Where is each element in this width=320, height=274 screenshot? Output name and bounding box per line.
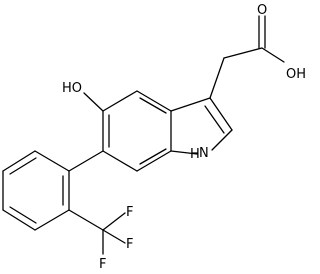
indole-nh-hydrogen-label: H xyxy=(190,147,200,162)
bond xyxy=(261,47,285,63)
bond xyxy=(102,90,138,112)
bond xyxy=(136,150,172,172)
pyrrole-ring xyxy=(170,97,233,155)
hydroxyl-label: HO xyxy=(62,81,82,96)
double-bond-inner xyxy=(9,206,37,224)
hydroxyl-bond xyxy=(83,92,104,112)
double-bond-inner xyxy=(139,148,167,165)
biaryl-bond xyxy=(68,150,104,172)
bond xyxy=(170,97,211,112)
acetic-acid-chain xyxy=(209,15,285,99)
bond xyxy=(2,209,36,231)
carbonyl-oxygen-label: O xyxy=(257,3,267,18)
fluorine-label: F xyxy=(126,205,133,220)
trifluoromethyl-group xyxy=(68,209,126,255)
bond xyxy=(209,57,225,99)
phenyl-ring xyxy=(2,150,70,231)
bond xyxy=(211,129,233,151)
bond xyxy=(170,150,198,155)
bond xyxy=(34,209,70,231)
double-bond-inner xyxy=(139,97,167,114)
bond xyxy=(102,150,138,172)
double-bond-inner xyxy=(204,105,225,134)
bond xyxy=(223,47,263,59)
indole-nitrogen-label: N xyxy=(199,146,209,161)
fluorine-label: F xyxy=(126,237,133,252)
bond xyxy=(136,90,172,112)
acid-hydroxyl-label: OH xyxy=(286,67,306,82)
bond xyxy=(102,212,126,231)
bond xyxy=(34,150,70,172)
bond xyxy=(68,209,104,231)
bond xyxy=(102,229,126,244)
fluorine-label: F xyxy=(99,257,106,272)
indole-benzene-ring xyxy=(102,90,172,172)
double-bond-inner xyxy=(9,157,37,175)
bond xyxy=(2,150,36,172)
bond xyxy=(209,97,233,131)
